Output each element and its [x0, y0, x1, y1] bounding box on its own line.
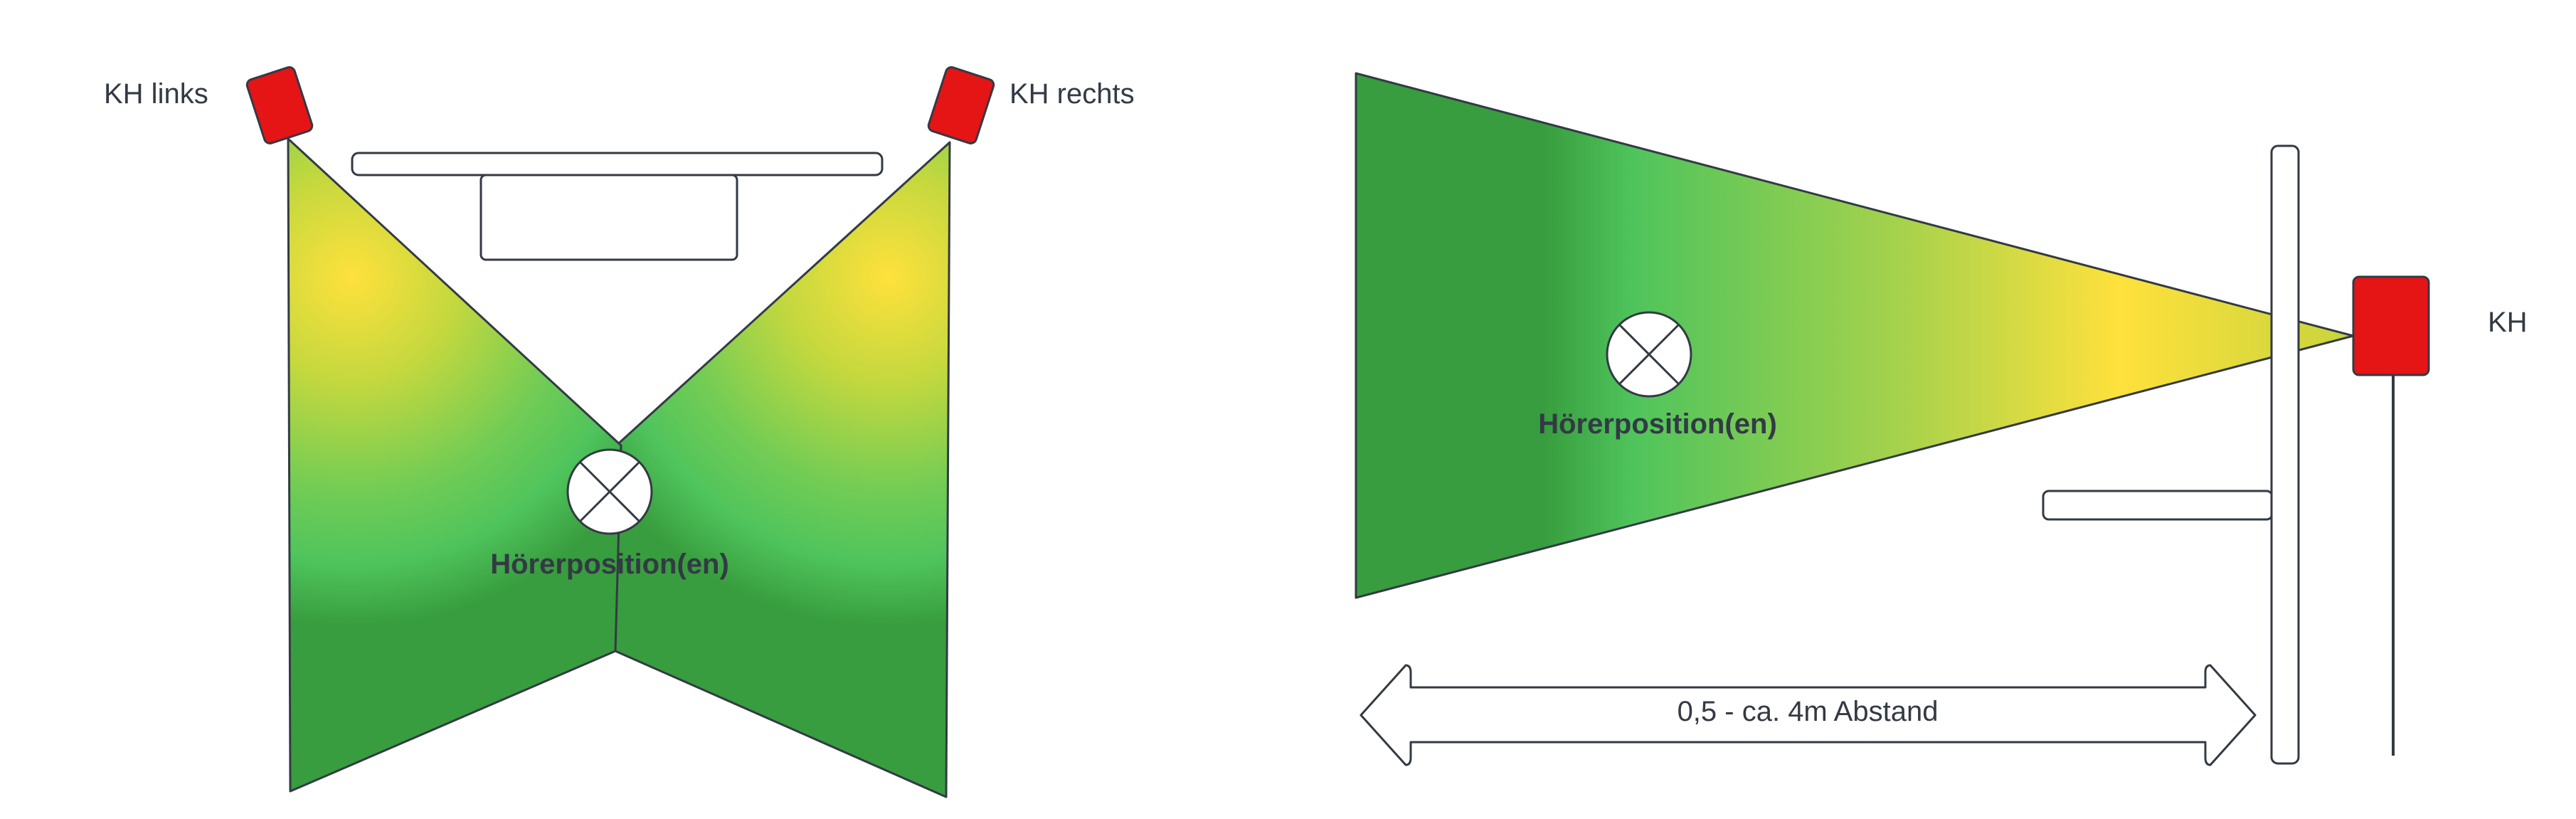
stereo-setup-left: KH links KH rechts Hörerposition(en): [104, 66, 1135, 798]
desk-outline: [351, 152, 884, 176]
speaker-right-label: KH rechts: [1009, 78, 1135, 110]
listener-label-left: Hörerposition(en): [490, 549, 729, 580]
distance-label: 0,5 - ca. 4m Abstand: [1677, 696, 1939, 727]
left-speaker-field: [287, 137, 622, 793]
listener-position-marker-right: [1606, 311, 1692, 398]
speaker-left: [245, 66, 314, 144]
monitor-outline: [479, 174, 738, 261]
monitor-side-outline: [2270, 144, 2300, 765]
listener-label-right: Hörerposition(en): [1538, 408, 1777, 440]
side-view-right: Hörerposition(en) KH 0,5 - ca. 4m Abstan…: [1355, 72, 2528, 766]
listener-position-marker-left: [566, 448, 653, 535]
desk-side-outline: [2042, 490, 2274, 521]
speaker-side-label: KH: [2488, 307, 2528, 338]
distance-arrow: [1359, 664, 2257, 766]
speaker-side: [2352, 275, 2430, 376]
speaker-left-label: KH links: [104, 78, 208, 110]
speaker-right: [927, 66, 995, 144]
side-sound-field: [1355, 72, 2355, 599]
